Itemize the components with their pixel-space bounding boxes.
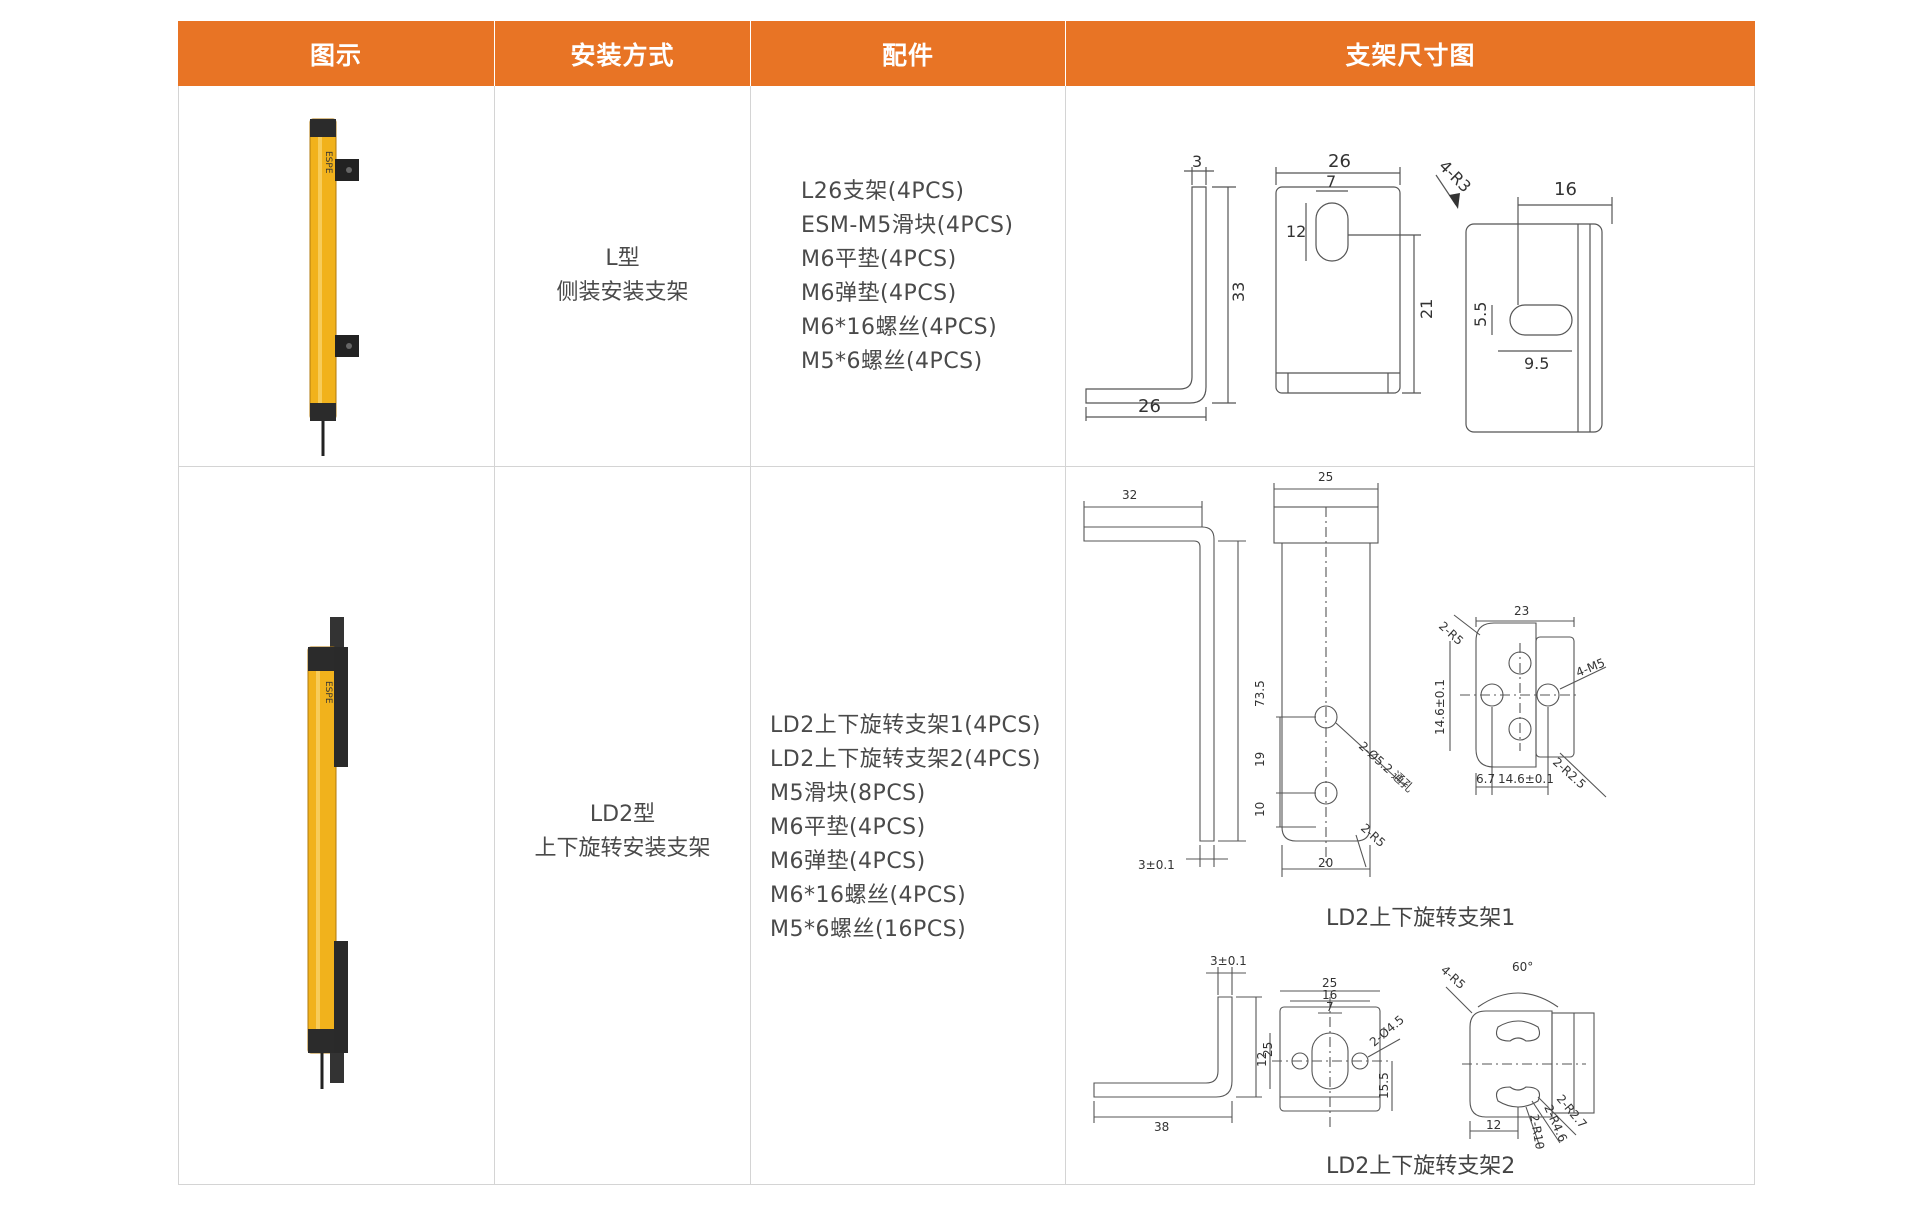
dim-label: 15.5 xyxy=(1377,1072,1391,1099)
dim-label: 21 xyxy=(1417,299,1436,319)
dim-label: 2-R5 xyxy=(1436,619,1466,648)
svg-text:ESPE: ESPE xyxy=(323,151,333,174)
dim-label: 16 xyxy=(1322,988,1337,1002)
dim-label: 4-M5 xyxy=(1574,656,1607,680)
dim-label: 12 xyxy=(1486,1118,1501,1132)
bracket-2-caption: LD2上下旋转支架2 xyxy=(1326,1154,1516,1179)
accessory-item: M6*16螺丝(4PCS) xyxy=(801,315,998,340)
accessory-item: M6弹垫(4PCS) xyxy=(770,849,926,874)
ld2-type-mount-method: LD2型 上下旋转安装支架 xyxy=(495,798,750,866)
mount-type: LD2型 xyxy=(589,802,656,827)
dim-label: 3±0.1 xyxy=(1210,954,1247,968)
accessory-item: L26支架(4PCS) xyxy=(801,179,965,204)
dim-label: 2-R2.5 xyxy=(1550,755,1589,792)
l-type-bracket-drawing: 3 33 26 26 7 12 21 4-R3 16 5.5 9.5 xyxy=(1085,151,1613,433)
dim-label: 3±0.1 xyxy=(1138,858,1175,872)
accessory-item: ESM-M5滑块(4PCS) xyxy=(801,213,1014,238)
accessory-item: LD2上下旋转支架2(4PCS) xyxy=(770,747,1041,772)
accessory-item: M5滑块(8PCS) xyxy=(770,781,926,806)
dim-label: 12 xyxy=(1255,1052,1269,1067)
dim-label: 14.6±0.1 xyxy=(1498,772,1554,786)
mount-type: L型 xyxy=(605,246,640,271)
dim-label: 12 xyxy=(1286,222,1306,241)
dim-label: 5.5 xyxy=(1471,302,1490,327)
accessory-item: M5*6螺丝(16PCS) xyxy=(770,917,967,942)
grid-line xyxy=(1754,86,1755,1185)
dim-label: 14.6±0.1 xyxy=(1433,679,1447,735)
header-bracket-dimensions: 支架尺寸图 xyxy=(1066,21,1755,86)
mount-description: 上下旋转安装支架 xyxy=(534,836,711,861)
dim-label: 9.5 xyxy=(1524,354,1549,373)
ld2-type-accessories: LD2上下旋转支架1(4PCS) LD2上下旋转支架2(4PCS) M5滑块(8… xyxy=(770,709,1041,947)
dim-label: 4-R3 xyxy=(1435,156,1475,196)
dim-label: 2-Ø5.2 通孔 xyxy=(1356,739,1416,795)
grid-line xyxy=(750,86,751,1185)
dim-label: 6.7 xyxy=(1476,772,1495,786)
grid-line xyxy=(1065,86,1066,1185)
dim-label: 2-Ø4.5 xyxy=(1367,1013,1407,1050)
ld2-type-sensor-image: ESPE xyxy=(307,617,348,1089)
dim-label: 7 xyxy=(1326,172,1336,191)
dim-label: 33 xyxy=(1229,282,1248,302)
mount-description: 侧装安装支架 xyxy=(556,280,689,305)
dim-label: 38 xyxy=(1154,1120,1169,1134)
dim-label: 25 xyxy=(1322,976,1337,990)
dim-label: 25 xyxy=(1261,1042,1275,1057)
dim-label: 23 xyxy=(1514,604,1529,618)
l-type-sensor-image: ESPE xyxy=(309,118,359,456)
accessory-item: M6平垫(4PCS) xyxy=(770,815,926,840)
dim-label: 4-R5 xyxy=(1438,963,1468,992)
dim-label: 10 xyxy=(1253,802,1267,817)
row-divider xyxy=(178,466,1755,467)
dim-label: 25 xyxy=(1318,470,1333,484)
header-mount-method: 安装方式 xyxy=(495,21,750,86)
dim-label: 19 xyxy=(1253,752,1267,767)
bracket-1-caption: LD2上下旋转支架1 xyxy=(1326,906,1516,931)
dim-label: 2-R5 xyxy=(1358,821,1388,850)
header-illustration: 图示 xyxy=(178,21,494,86)
table-bottom xyxy=(178,1184,1755,1185)
dim-label: 2-R10 xyxy=(1527,1113,1547,1150)
l-type-mount-method: L型 侧装安装支架 xyxy=(495,242,750,310)
svg-text:ESPE: ESPE xyxy=(323,681,333,704)
ld2-type-bracket-drawing: 32 73.5 3±0.1 25 19 10 20 2-Ø5.2 通孔 2-R5… xyxy=(1083,470,1607,1151)
spec-table: 图示 安装方式 配件 支架尺寸图 ESPE L型 侧装安装支架 L26支架(4P… xyxy=(178,21,1755,1185)
dim-label: 26 xyxy=(1138,396,1161,417)
accessory-item: M6*16螺丝(4PCS) xyxy=(770,883,967,908)
grid-line xyxy=(178,86,179,1185)
dim-label: 60° xyxy=(1512,960,1533,974)
dim-label: 7 xyxy=(1326,1000,1334,1014)
grid-line xyxy=(494,86,495,1185)
accessory-item: M5*6螺丝(4PCS) xyxy=(801,349,983,374)
dim-label: 16 xyxy=(1554,179,1577,200)
dim-label: 26 xyxy=(1328,151,1351,172)
accessory-item: M6弹垫(4PCS) xyxy=(801,281,957,306)
accessory-item: M6平垫(4PCS) xyxy=(801,247,957,272)
l-type-accessories: L26支架(4PCS) ESM-M5滑块(4PCS) M6平垫(4PCS) M6… xyxy=(801,175,1014,379)
accessory-item: LD2上下旋转支架1(4PCS) xyxy=(770,713,1041,738)
dim-label: 32 xyxy=(1122,488,1137,502)
header-accessories: 配件 xyxy=(751,21,1065,86)
dim-label: 3 xyxy=(1192,152,1202,171)
dim-label: 73.5 xyxy=(1253,680,1267,707)
dim-label: 20 xyxy=(1318,856,1333,870)
